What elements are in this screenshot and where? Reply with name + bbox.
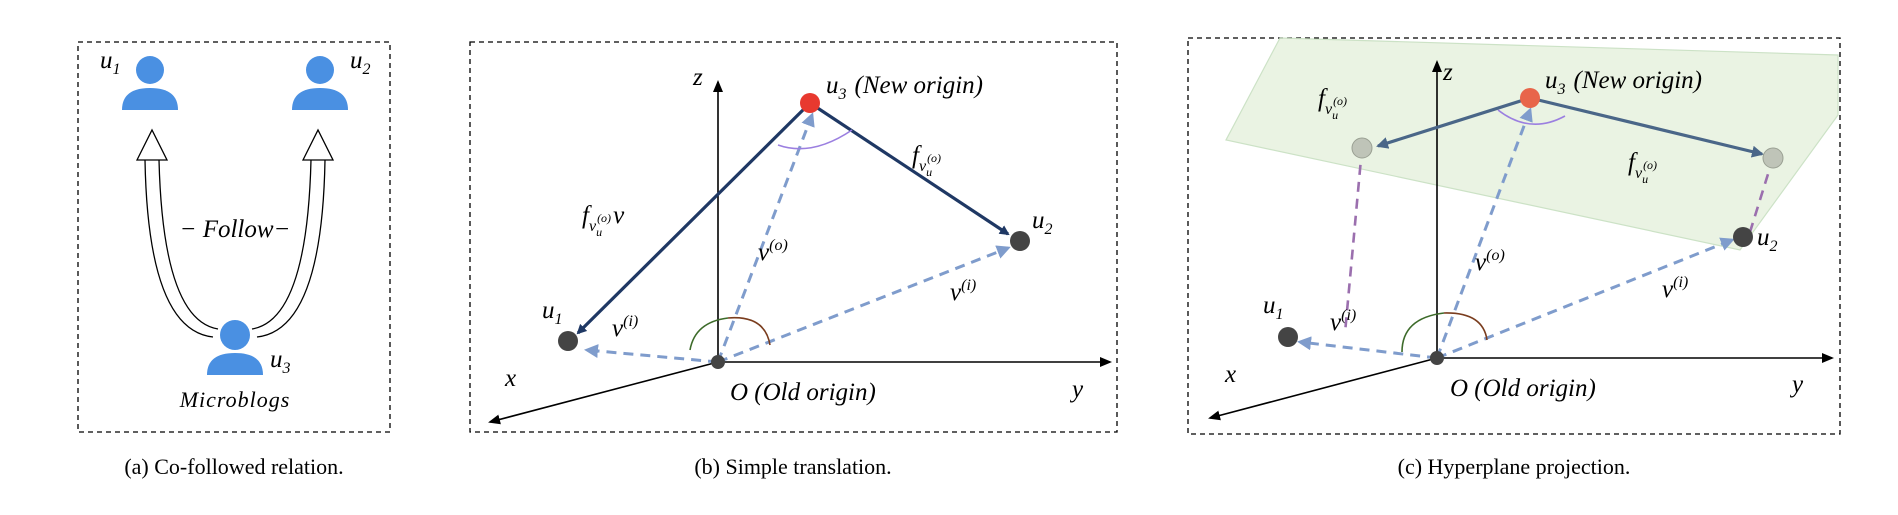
label-x: x bbox=[504, 365, 516, 392]
point-u1-projected bbox=[1351, 137, 1373, 159]
angle-arc-green bbox=[689, 317, 729, 351]
follow-label: − Follow− bbox=[180, 216, 291, 243]
point-u2 bbox=[1010, 231, 1030, 251]
panel-c: z y x O (Old origin) u3(New origin) u1 u… bbox=[1187, 37, 1841, 479]
microblogs-label: Microblogs bbox=[179, 387, 291, 412]
label-u3: u3 bbox=[270, 346, 291, 377]
angle-arc-green bbox=[1401, 312, 1445, 353]
vector-f-u1 bbox=[576, 101, 812, 335]
point-u2-projected bbox=[1762, 147, 1784, 169]
old-origin-point bbox=[1430, 351, 1444, 365]
user-icon-u3 bbox=[207, 320, 263, 375]
panel-a: u1 u2 u3 − Follow− Microblogs (a) Co-fol… bbox=[77, 41, 391, 479]
label-x: x bbox=[1224, 361, 1236, 388]
label-old-origin: O (Old origin) bbox=[730, 379, 876, 406]
label-y: y bbox=[1069, 376, 1084, 403]
angle-arc-new-origin bbox=[1497, 109, 1566, 125]
vector-v-u1-i bbox=[1297, 336, 1438, 360]
projection-line-u1 bbox=[1343, 147, 1364, 334]
angle-arc-brown bbox=[1443, 312, 1488, 341]
follow-arrow-left bbox=[135, 128, 219, 338]
vector-v-u2-i bbox=[717, 245, 1011, 364]
user-icon-u1 bbox=[122, 56, 178, 110]
label-u2: u2 bbox=[1032, 207, 1053, 238]
label-y: y bbox=[1789, 371, 1804, 398]
label-v-u3-o: v(o) bbox=[1475, 247, 1505, 276]
panel-b-frame bbox=[469, 41, 1118, 433]
label-u3: u3(New origin) bbox=[1545, 67, 1702, 98]
label-v-u1-i: v(i) bbox=[1330, 307, 1356, 336]
point-u2 bbox=[1733, 227, 1753, 247]
label-f-u1: fvu(o)v bbox=[582, 202, 625, 239]
label-u3: u3(New origin) bbox=[826, 72, 983, 103]
label-f-u1: fvu(o) bbox=[1318, 85, 1347, 122]
label-f-u2: fvu(o) bbox=[1628, 149, 1657, 186]
x-axis bbox=[1208, 357, 1438, 421]
old-origin-point bbox=[711, 355, 725, 369]
label-old-origin: O (Old origin) bbox=[1450, 375, 1596, 402]
label-v-u1-i: v(i) bbox=[612, 313, 638, 342]
label-z: z bbox=[1442, 59, 1453, 86]
label-u1: u1 bbox=[1263, 292, 1284, 323]
label-u1: u1 bbox=[542, 297, 563, 328]
point-u1 bbox=[558, 331, 578, 351]
vector-f-u1 bbox=[1376, 96, 1531, 149]
point-u3-new-origin bbox=[1520, 88, 1540, 108]
label-u1: u1 bbox=[100, 47, 121, 78]
label-v-u2-i: v(i) bbox=[1662, 274, 1688, 303]
x-axis bbox=[488, 361, 719, 425]
user-icon-u2 bbox=[292, 56, 348, 110]
follow-arrow-right bbox=[251, 128, 335, 338]
panel-c-frame bbox=[1187, 37, 1841, 435]
label-f-u2: fvu(o) bbox=[912, 142, 941, 179]
point-u3-new-origin bbox=[800, 93, 820, 113]
vector-v-u1-i bbox=[584, 344, 719, 364]
point-u1 bbox=[1278, 327, 1298, 347]
label-u2: u2 bbox=[350, 47, 371, 78]
angle-arc-new-origin bbox=[777, 129, 853, 150]
label-u2: u2 bbox=[1757, 224, 1778, 255]
label-z: z bbox=[692, 64, 703, 91]
angle-arc-brown bbox=[727, 316, 771, 346]
caption-c: (c) Hyperplane projection. bbox=[1398, 454, 1631, 479]
projection-line-u2 bbox=[1748, 157, 1775, 233]
hyperplane bbox=[1225, 37, 1839, 251]
caption-a: (a) Co-followed relation. bbox=[124, 454, 343, 479]
label-v-u3-o: v(o) bbox=[758, 237, 788, 266]
vector-f-u2 bbox=[1529, 96, 1764, 158]
label-v-u2-i: v(i) bbox=[950, 277, 976, 306]
vector-f-u2 bbox=[809, 101, 1010, 236]
caption-b: (b) Simple translation. bbox=[694, 454, 891, 479]
panel-a-frame bbox=[77, 41, 391, 433]
panel-b: z y x O (Old origin) u3(New origin) u1 u… bbox=[469, 41, 1118, 479]
